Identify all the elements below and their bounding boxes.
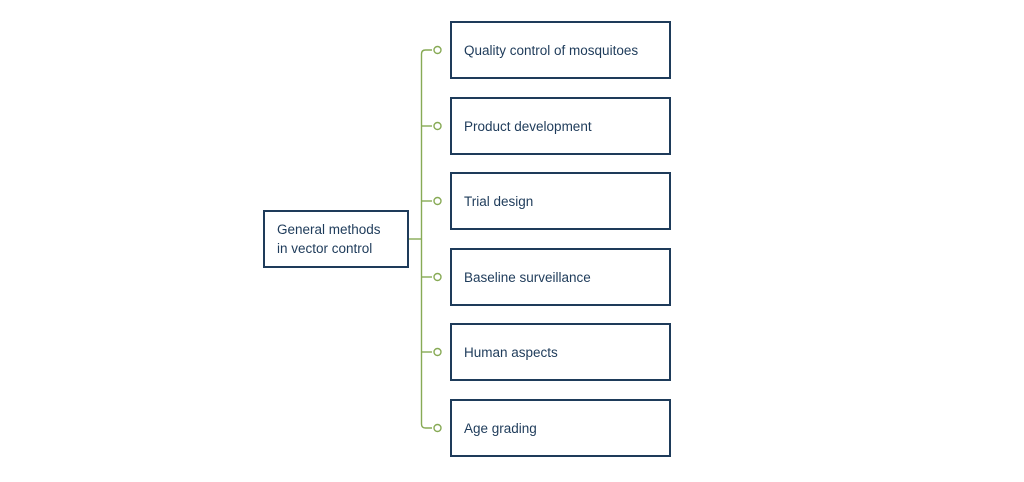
node-age-grading: Age grading bbox=[450, 399, 671, 457]
node-label: Trial design bbox=[464, 193, 534, 209]
node-human-aspects: Human aspects bbox=[450, 323, 671, 381]
node-label: General methods in vector control bbox=[277, 220, 381, 258]
connector-dot bbox=[433, 45, 442, 55]
node-label: Human aspects bbox=[464, 344, 558, 360]
node-baseline-surveillance: Baseline surveillance bbox=[450, 248, 671, 306]
connector-dot bbox=[433, 272, 442, 282]
node-trial-design: Trial design bbox=[450, 172, 671, 230]
node-label: Product development bbox=[464, 118, 592, 134]
node-label-line: in vector control bbox=[277, 241, 373, 256]
node-general-methods: General methods in vector control bbox=[263, 210, 409, 268]
connector-dot bbox=[433, 347, 442, 357]
connector-trunk bbox=[420, 49, 432, 429]
node-product-development: Product development bbox=[450, 97, 671, 155]
node-label: Quality control of mosquitoes bbox=[464, 42, 639, 58]
connector-dot bbox=[433, 423, 442, 433]
node-label: Baseline surveillance bbox=[464, 269, 591, 285]
node-quality-control: Quality control of mosquitoes bbox=[450, 21, 671, 79]
node-label: Age grading bbox=[464, 420, 537, 436]
connector-dot bbox=[433, 121, 442, 131]
connector-dot bbox=[433, 196, 442, 206]
node-label-line: General methods bbox=[277, 222, 381, 237]
